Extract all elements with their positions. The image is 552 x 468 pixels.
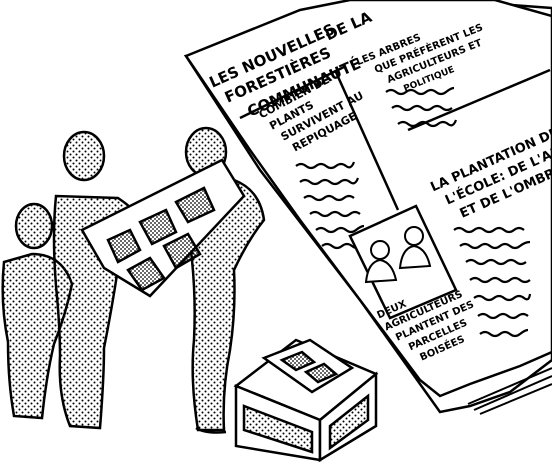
people-group	[1, 126, 266, 434]
photo-farmers	[364, 226, 432, 284]
map	[80, 158, 246, 298]
wooden-crate	[233, 338, 379, 463]
newspaper: LES NOUVELLES FORESTIÈRES DE LA COMMUNAU…	[183, 0, 552, 415]
photo-box: DEUX AGRICULTEURS PLANTENT DES PARCELLES…	[348, 204, 476, 364]
col2-body-text	[385, 86, 458, 128]
col1-body-text	[295, 161, 365, 250]
col3-body-text	[453, 226, 532, 338]
child	[1, 202, 74, 420]
